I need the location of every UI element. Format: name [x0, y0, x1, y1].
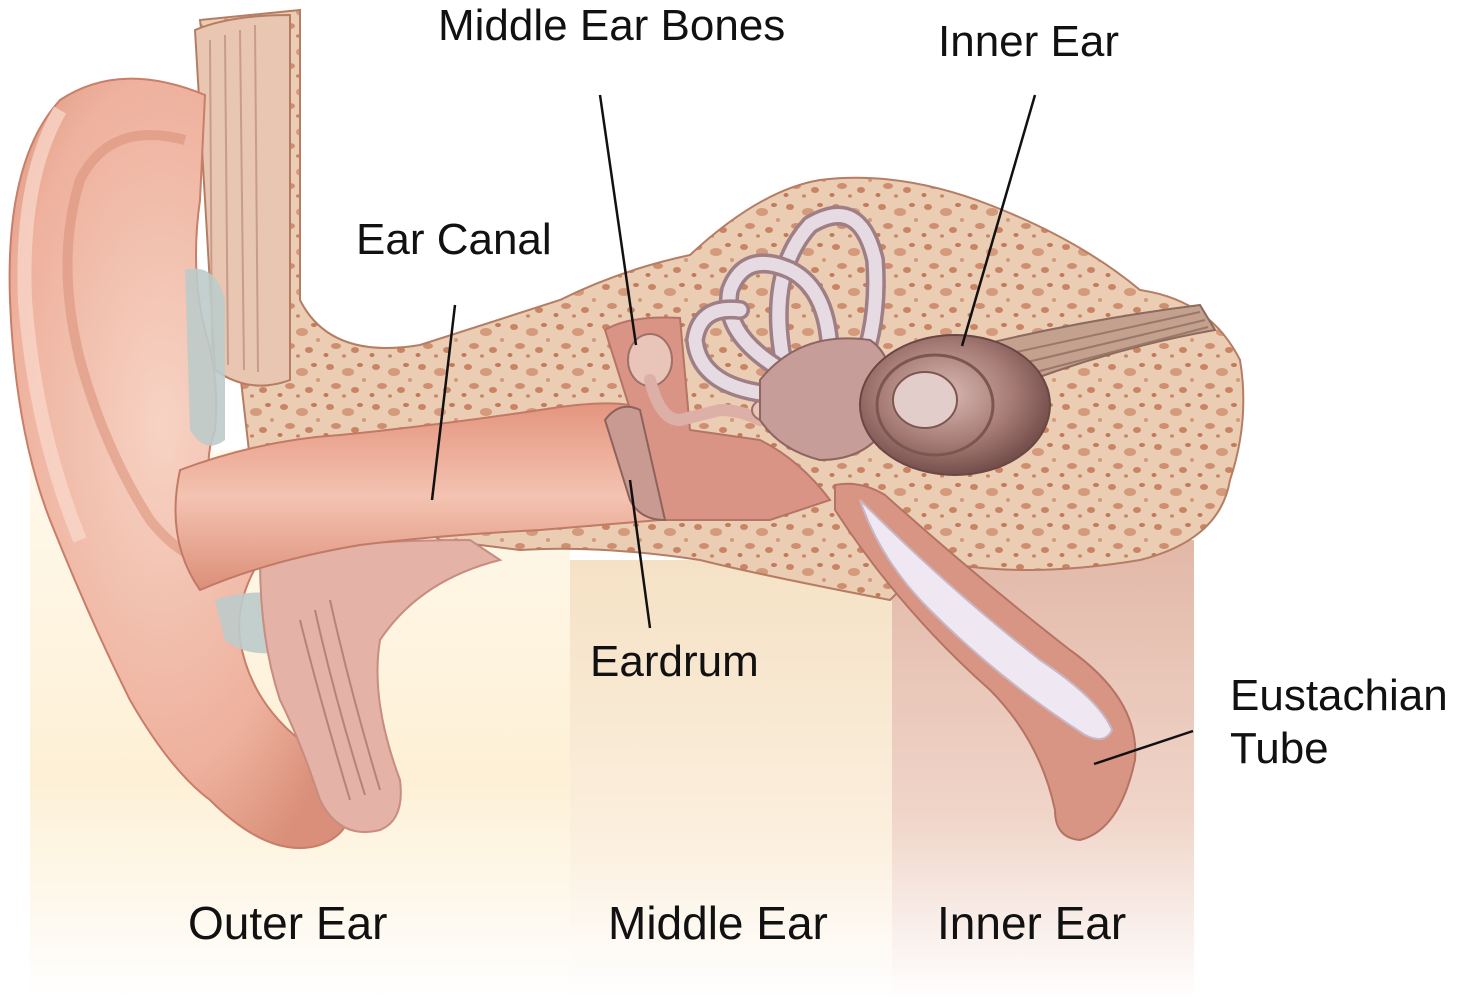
label-eardrum: Eardrum — [590, 637, 759, 686]
label-eustachian-tube: Eustachian Tube — [1230, 670, 1448, 776]
label-eustachian-line2: Tube — [1230, 723, 1329, 773]
cochlea-turn-3 — [892, 371, 958, 429]
lower-soft-tissue — [258, 538, 503, 833]
pinna-helix-shadow — [17, 106, 87, 543]
pinna — [8, 77, 350, 849]
incus — [644, 374, 766, 427]
region-label-outer-ear: Outer Ear — [188, 897, 388, 949]
label-ear-canal: Ear Canal — [356, 215, 552, 264]
middle-ear-region-band — [570, 560, 892, 1000]
label-inner-ear: Inner Ear — [938, 17, 1119, 66]
leader-inner-ear — [960, 94, 1037, 347]
region-label-inner-ear: Inner Ear — [937, 897, 1127, 949]
ear-canal-tube — [174, 402, 662, 592]
leader-eardrum — [628, 479, 652, 629]
eustachian-tube-lumen — [859, 499, 1114, 740]
cochlea-turn-2 — [875, 353, 995, 457]
semicircular-canals — [684, 205, 886, 405]
skull-ridge-fibers — [209, 24, 259, 373]
pinna-inner-fold — [62, 130, 232, 567]
leader-eustachian-tube — [1093, 729, 1194, 766]
region-label-middle-ear: Middle Ear — [608, 897, 828, 949]
leader-middle-ear-bones — [598, 94, 638, 346]
leader-ear-canal — [430, 304, 457, 501]
leader-lines — [430, 94, 1194, 766]
cartilage-upper — [185, 268, 225, 446]
lower-fibers — [299, 599, 381, 801]
label-middle-ear-bones: Middle Ear Bones — [438, 1, 786, 50]
label-eustachian-line1: Eustachian — [1230, 671, 1448, 720]
